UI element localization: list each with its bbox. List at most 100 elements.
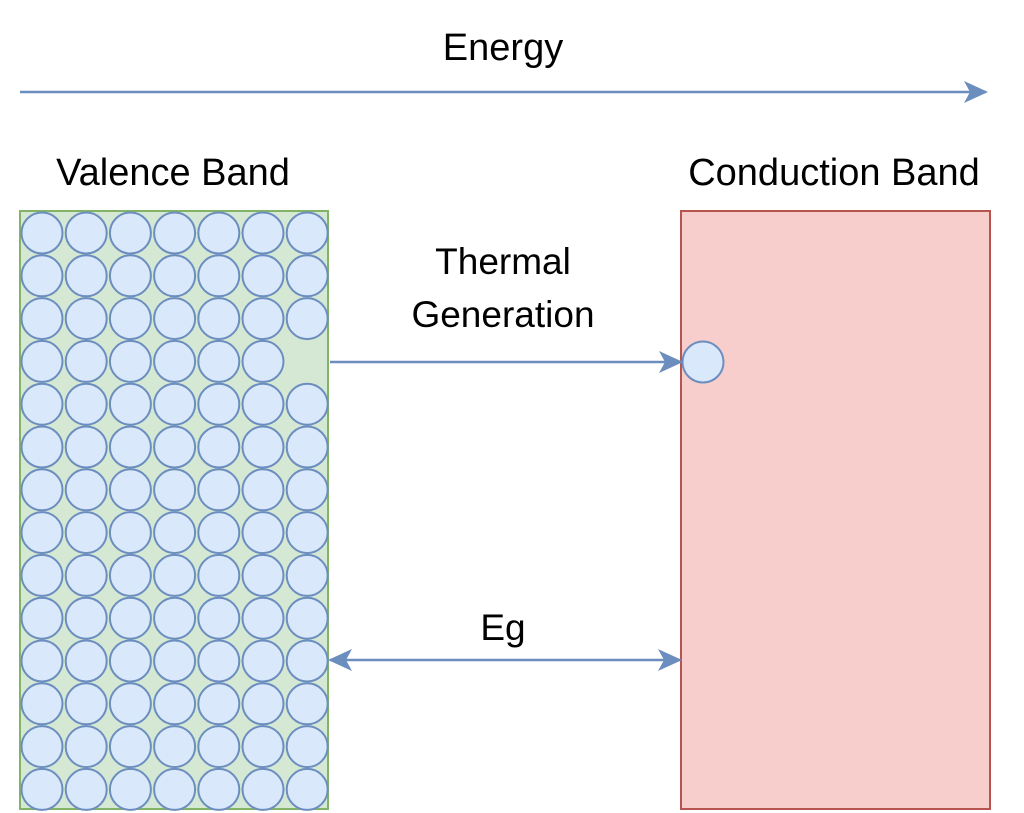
valence-electron (64, 553, 108, 597)
valence-electron (197, 254, 241, 298)
valence-electron (197, 382, 241, 426)
valence-electron (108, 382, 152, 426)
valence-electron (108, 254, 152, 298)
band-gap-label: Eg (480, 607, 525, 648)
valence-electron (20, 425, 64, 469)
valence-electron (64, 639, 108, 683)
valence-electron (20, 211, 64, 255)
valence-electron (64, 682, 108, 726)
valence-electron (20, 254, 64, 298)
valence-electron (108, 639, 152, 683)
valence-electron (64, 382, 108, 426)
valence-electron (64, 511, 108, 555)
conduction-band-label: Conduction Band (688, 152, 980, 194)
valence-electron (64, 725, 108, 769)
valence-electron (153, 425, 197, 469)
valence-electrons (20, 211, 329, 811)
valence-electron (153, 767, 197, 811)
valence-electron (64, 596, 108, 640)
valence-electron (241, 639, 285, 683)
valence-electron (108, 511, 152, 555)
valence-electron (108, 339, 152, 383)
valence-electron (20, 725, 64, 769)
valence-electron (285, 553, 329, 597)
valence-electron (241, 425, 285, 469)
conduction-electrons (681, 340, 725, 384)
valence-electron (64, 297, 108, 341)
valence-electron (20, 596, 64, 640)
valence-electron (197, 339, 241, 383)
thermal-generation-label-line1: Thermal (435, 241, 571, 282)
valence-electron (153, 211, 197, 255)
valence-electron (285, 211, 329, 255)
valence-electron (20, 511, 64, 555)
valence-electron (197, 725, 241, 769)
valence-electron (285, 511, 329, 555)
valence-electron (108, 425, 152, 469)
valence-electron (197, 639, 241, 683)
valence-electron (64, 211, 108, 255)
valence-electron (108, 596, 152, 640)
valence-electron (108, 682, 152, 726)
valence-electron (64, 339, 108, 383)
valence-electron (108, 468, 152, 512)
valence-electron (20, 639, 64, 683)
conduction-band-box (680, 210, 991, 810)
valence-electron (20, 339, 64, 383)
valence-electron (241, 767, 285, 811)
valence-electron (197, 297, 241, 341)
valence-electron (197, 553, 241, 597)
valence-electron (241, 468, 285, 512)
valence-electron (241, 511, 285, 555)
valence-electron (241, 254, 285, 298)
valence-electron (153, 553, 197, 597)
thermal-generation-label-line2: Generation (411, 294, 594, 335)
valence-electron (64, 254, 108, 298)
valence-electron (241, 596, 285, 640)
valence-electron (108, 725, 152, 769)
valence-band-label: Valence Band (56, 152, 290, 194)
valence-electron (153, 511, 197, 555)
valence-electron (153, 725, 197, 769)
valence-electron (285, 382, 329, 426)
valence-electron (197, 511, 241, 555)
valence-electron (241, 553, 285, 597)
valence-electron (285, 725, 329, 769)
valence-electron (108, 297, 152, 341)
valence-electron (20, 468, 64, 512)
valence-electron (153, 639, 197, 683)
valence-electron (197, 425, 241, 469)
valence-electron (153, 339, 197, 383)
valence-electron (241, 382, 285, 426)
valence-electron (285, 682, 329, 726)
valence-electron (285, 639, 329, 683)
valence-electron (197, 211, 241, 255)
valence-electron (241, 682, 285, 726)
valence-electron (20, 767, 64, 811)
valence-electron (153, 297, 197, 341)
valence-electron (241, 297, 285, 341)
valence-electron (108, 767, 152, 811)
valence-electron (153, 596, 197, 640)
valence-electron (20, 553, 64, 597)
valence-electron (285, 596, 329, 640)
valence-electron (108, 553, 152, 597)
valence-electron (20, 682, 64, 726)
valence-electron (285, 767, 329, 811)
valence-electron (241, 211, 285, 255)
valence-electron (153, 468, 197, 512)
valence-electron (20, 297, 64, 341)
valence-electron (241, 339, 285, 383)
valence-electron (197, 682, 241, 726)
valence-electron (153, 254, 197, 298)
valence-electron (64, 468, 108, 512)
valence-electron (285, 254, 329, 298)
valence-electron (197, 468, 241, 512)
valence-electron (64, 425, 108, 469)
valence-electron (64, 767, 108, 811)
valence-electron (197, 596, 241, 640)
conduction-electron (681, 340, 725, 384)
energy-axis-label: Energy (443, 27, 563, 69)
